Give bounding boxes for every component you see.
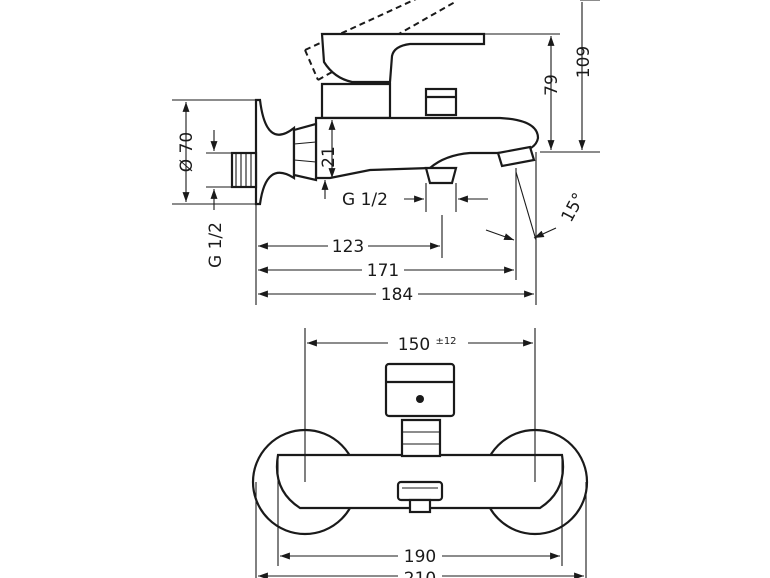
- dim-190: 190: [404, 547, 436, 567]
- side-view: 79 109 Ø 70 G 1/2 21 G 1/2 15°: [172, 0, 600, 305]
- front-view: 150 ±12 190 210: [251, 328, 589, 578]
- dim-109: 109: [574, 46, 594, 78]
- dim-g12-left: G 1/2: [206, 222, 226, 268]
- dim-d70: Ø 70: [177, 132, 197, 172]
- front-lever: [384, 362, 456, 418]
- front-outlet: [396, 480, 444, 502]
- dim-150-tolerance: ±12: [435, 336, 456, 347]
- diverter-knob: [424, 87, 458, 117]
- dim-g12-mid: G 1/2: [342, 190, 388, 210]
- lever-marker: [416, 395, 424, 403]
- cartridge: [400, 418, 442, 458]
- valve-body: [320, 82, 392, 120]
- wall-rosette: [254, 98, 296, 206]
- dim-123: 123: [332, 237, 364, 257]
- dim-15deg: 15°: [558, 190, 590, 226]
- connection-nut: [292, 122, 318, 182]
- dim-21: 21: [319, 146, 339, 168]
- lever: [320, 32, 486, 84]
- outlet-nozzle: [496, 145, 536, 168]
- hand-shower-connector: [424, 166, 458, 185]
- dim-171: 171: [367, 261, 399, 281]
- dim-150: 150: [398, 335, 430, 355]
- dim-210: 210: [404, 569, 436, 578]
- dim-79: 79: [542, 74, 562, 96]
- spout-body: [314, 116, 540, 180]
- dim-184: 184: [381, 285, 413, 305]
